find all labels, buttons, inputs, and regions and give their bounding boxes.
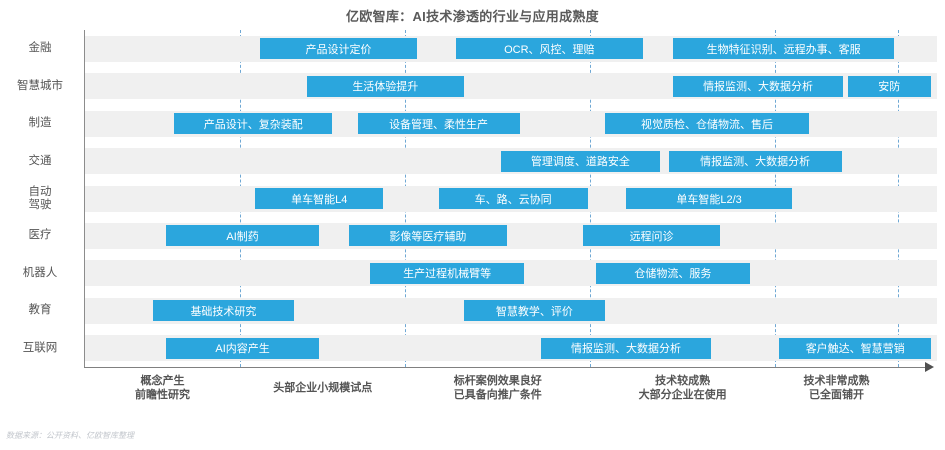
bar-segment[interactable]: 生产过程机械臂等 xyxy=(370,262,524,284)
y-axis-label: 智慧城市 xyxy=(0,80,80,93)
x-axis-stage-label: 技术非常成熟已全面铺开 xyxy=(756,374,916,402)
bar-segment[interactable]: 情报监测、大数据分析 xyxy=(540,337,712,359)
x-axis-label-line: 技术较成熟 xyxy=(655,375,711,387)
y-axis-label: 交通 xyxy=(0,155,80,168)
x-axis-line xyxy=(84,367,929,368)
x-axis-label-line: 前瞻性研究 xyxy=(135,389,191,401)
bar-segment[interactable]: 设备管理、柔性生产 xyxy=(357,113,520,135)
x-axis-stage-label: 技术较成熟大部分企业在使用 xyxy=(603,374,763,402)
bar-segment[interactable]: 客户触达、智慧营销 xyxy=(779,337,932,359)
bar-segment[interactable]: AI内容产生 xyxy=(165,337,320,359)
bar-segment[interactable]: 产品设计、复杂装配 xyxy=(174,113,333,135)
bar-segment[interactable]: 仓储物流、服务 xyxy=(596,262,750,284)
y-axis-label-line: 智慧城市 xyxy=(17,79,63,92)
source-footnote: 数据来源：公开资料、亿欧智库整理 xyxy=(6,431,134,440)
y-axis-label: 教育 xyxy=(0,304,80,317)
x-axis-arrow-icon xyxy=(925,362,934,372)
x-axis-label-line: 大部分企业在使用 xyxy=(638,389,727,401)
bar-segment[interactable]: 生活体验提升 xyxy=(306,75,465,97)
bar-segment[interactable]: 产品设计定价 xyxy=(259,38,418,60)
bar-segment[interactable]: 生物特征识别、远程办事、客服 xyxy=(672,38,895,60)
y-axis-label: 金融 xyxy=(0,42,80,55)
y-axis-label: 医疗 xyxy=(0,229,80,242)
y-axis-label-line: 交通 xyxy=(28,154,52,167)
bar-segment[interactable]: 车、路、云协同 xyxy=(438,188,588,209)
bar-segment[interactable]: AI制药 xyxy=(165,225,320,247)
bar-segment[interactable]: 视觉质检、仓储物流、售后 xyxy=(604,113,810,135)
bar-segment[interactable]: 基础技术研究 xyxy=(153,300,294,322)
x-axis-label-line: 已具备向推广条件 xyxy=(453,389,542,401)
bar-segment[interactable]: 影像等医疗辅助 xyxy=(349,225,507,247)
bar-segment[interactable]: 情报监测、大数据分析 xyxy=(672,75,844,97)
y-axis-label-line: 自动 xyxy=(28,185,52,198)
y-axis-label-line: 金融 xyxy=(28,42,52,55)
y-axis-label: 机器人 xyxy=(0,267,80,280)
y-axis-label: 自动驾驶 xyxy=(0,186,80,212)
y-axis-label-line: 互联网 xyxy=(22,341,58,354)
y-axis-label-line: 机器人 xyxy=(22,266,58,279)
bar-segment[interactable]: 单车智能L4 xyxy=(255,188,384,209)
x-axis-label-line: 头部企业小规模试点 xyxy=(273,382,373,394)
bar-segment[interactable]: 安防 xyxy=(847,75,932,97)
bar-segment[interactable]: 智慧教学、评价 xyxy=(464,300,605,322)
bar-segment[interactable]: 远程问诊 xyxy=(583,225,720,247)
page-title: 亿欧智库：AI技术渗透的行业与应用成熟度 xyxy=(345,9,599,24)
y-axis-label-line: 教育 xyxy=(28,304,52,317)
x-axis-label-line: 标杆案例效果良好 xyxy=(453,375,542,387)
y-axis-label-line: 驾驶 xyxy=(28,198,52,211)
y-axis-label-line: 制造 xyxy=(28,117,52,130)
x-axis-label-line: 已全面铺开 xyxy=(808,389,864,401)
bar-segment[interactable]: 情报监测、大数据分析 xyxy=(668,150,842,172)
y-axis-label-line: 医疗 xyxy=(28,229,52,242)
x-axis-stage-label: 概念产生前瞻性研究 xyxy=(83,374,243,402)
bar-segment[interactable]: OCR、风控、理赔 xyxy=(455,38,644,60)
x-axis-stage-label: 标杆案例效果良好已具备向推广条件 xyxy=(418,374,578,402)
bar-segment[interactable]: 管理调度、道路安全 xyxy=(500,150,661,172)
x-axis-label-line: 概念产生 xyxy=(140,375,185,387)
bar-segment[interactable]: 单车智能L2/3 xyxy=(626,188,793,209)
y-axis-label: 互联网 xyxy=(0,342,80,355)
x-axis-stage-label: 头部企业小规模试点 xyxy=(243,381,403,395)
x-axis-label-line: 技术非常成熟 xyxy=(803,375,870,387)
y-axis-label: 制造 xyxy=(0,117,80,130)
y-axis-line xyxy=(84,30,85,367)
